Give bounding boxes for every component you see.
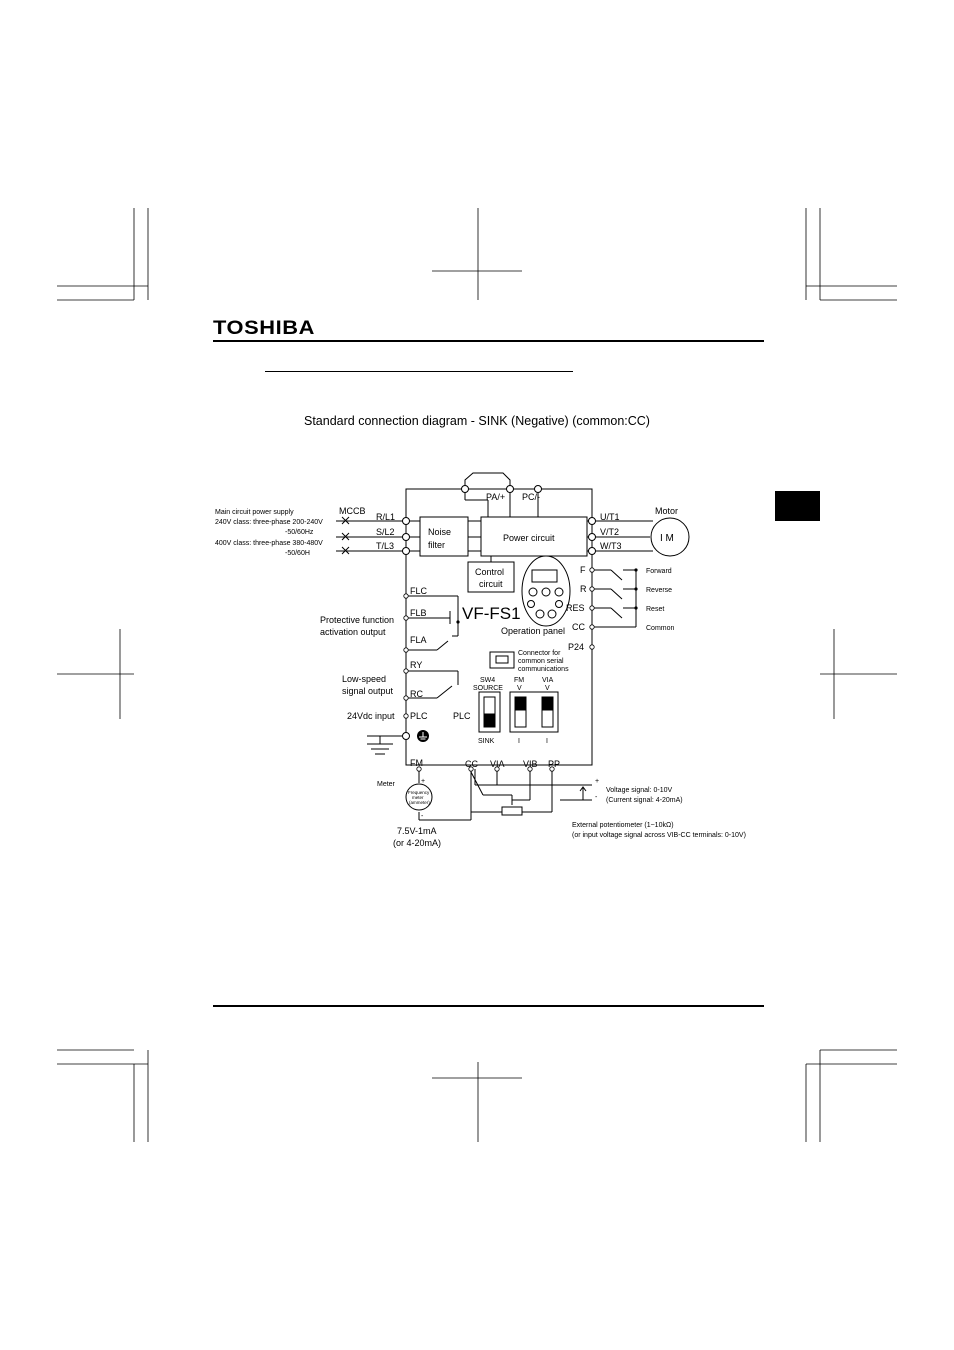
via-switch-label: VIA (542, 677, 554, 684)
terminal-vt2: V/T2 (600, 527, 619, 537)
function-forward: Forward (646, 568, 672, 575)
control-circuit-label-1: Control (475, 567, 504, 577)
terminal-via: VIA (490, 759, 505, 769)
operation-panel-label: Operation panel (501, 626, 565, 636)
function-reverse: Reverse (646, 587, 672, 594)
terminal-fm: FM (410, 758, 423, 768)
terminal-f: F (580, 565, 586, 575)
signal-plus: + (595, 778, 599, 785)
potentiometer-label-1: External potentiometer (1~10kΩ) (572, 822, 674, 829)
section-heading-underline (265, 371, 573, 372)
terminal-ry: RY (410, 660, 422, 670)
terminal-vib: VIB (523, 759, 538, 769)
terminal-rc: RC (410, 689, 423, 699)
sw4-plc-label: PLC (453, 711, 471, 721)
sw4-sink-label: SINK (478, 738, 495, 745)
frequency-meter-symbol (405, 783, 433, 811)
terminal-res: RES (566, 603, 585, 613)
low-speed-label-1: Low-speed (342, 674, 386, 684)
operation-panel (521, 555, 571, 627)
terminal-sl2: S/L2 (376, 527, 395, 537)
chapter-tab-marker (775, 491, 820, 521)
voltage-signal-label-1: Voltage signal: 0-10V (606, 787, 672, 794)
power-240v-label: 240V class: three-phase 200-240V (215, 519, 323, 526)
via-switch-i: I (546, 738, 548, 745)
power-circuit-label: Power circuit (503, 533, 555, 543)
power-240v-freq: -50/60Hz (285, 529, 314, 536)
meter-inner-3: (ammeter) (409, 800, 430, 805)
earth-icon (417, 730, 429, 742)
terminal-wt3: W/T3 (600, 541, 622, 551)
terminal-bottom-cc: CC (465, 759, 478, 769)
signal-minus: - (595, 794, 598, 801)
serial-connector-symbol (489, 651, 515, 669)
sw4-switch (478, 691, 501, 733)
mccb-label: MCCB (339, 506, 366, 516)
potentiometer-symbol (501, 806, 523, 816)
noise-filter-label-2: filter (428, 540, 445, 550)
connector-label-3: communications (518, 666, 569, 673)
header-rule (213, 340, 764, 342)
via-switch-v: V (545, 685, 550, 692)
connector-label-1: Connector for (518, 650, 561, 657)
function-common: Common (646, 625, 675, 632)
meter-minus: - (421, 813, 424, 820)
terminal-tl3: T/L3 (376, 541, 394, 551)
power-supply-heading: Main circuit power supply (215, 509, 294, 516)
sw4-source-label: SOURCE (473, 685, 503, 692)
terminal-plc: PLC (410, 711, 428, 721)
terminal-cc: CC (572, 622, 585, 632)
meter-inner-1: Frequency (408, 790, 430, 795)
terminal-r: R (580, 584, 587, 594)
power-400v-freq: -50/60H (285, 550, 310, 557)
fm-switch-v: V (517, 685, 522, 692)
brand-logo: TOSHIBA (213, 318, 315, 339)
terminal-p24: P24 (568, 642, 584, 652)
terminal-pc: PC/- (522, 492, 540, 502)
input-24v-label: 24Vdc input (347, 711, 395, 721)
motor-symbol-label: I M (660, 533, 674, 544)
model-label: VF-FS1 (462, 604, 521, 623)
protective-output-label-2: activation output (320, 627, 386, 637)
function-reset: Reset (646, 606, 664, 613)
potentiometer-label-2: (or input voltage signal across VIB-CC t… (572, 832, 746, 839)
protective-output-label-1: Protective function (320, 615, 394, 625)
low-speed-label-2: signal output (342, 686, 394, 696)
meter-rating-2: (or 4-20mA) (393, 838, 441, 848)
fm-switch-label: FM (514, 677, 524, 684)
meter-label: Meter (377, 781, 396, 788)
voltage-signal-label-2: (Current signal: 4-20mA) (606, 797, 683, 804)
fm-switch-i: I (518, 738, 520, 745)
noise-filter-label-1: Noise (428, 527, 451, 537)
connector-label-2: common serial (518, 658, 564, 665)
meter-inner-2: meter (412, 795, 424, 800)
terminal-flb: FLB (410, 608, 427, 618)
sw4-label: SW4 (480, 677, 495, 684)
diagram-title: Standard connection diagram - SINK (Nega… (304, 414, 650, 428)
control-circuit-label-2: circuit (479, 579, 503, 589)
terminal-ut1: U/T1 (600, 512, 620, 522)
terminal-fla: FLA (410, 635, 427, 645)
power-400v-label: 400V class: three-phase 380-480V (215, 540, 323, 547)
terminal-pa: PA/+ (486, 492, 505, 502)
motor-symbol (650, 517, 690, 557)
footer-rule (213, 1005, 764, 1007)
motor-label: Motor (655, 506, 678, 516)
terminal-flc: FLC (410, 586, 428, 596)
meter-rating-1: 7.5V-1mA (397, 826, 437, 836)
fm-via-switches (509, 691, 559, 733)
terminal-pp: PP (548, 759, 560, 769)
terminal-rl1: R/L1 (376, 512, 395, 522)
meter-plus: + (421, 778, 425, 785)
